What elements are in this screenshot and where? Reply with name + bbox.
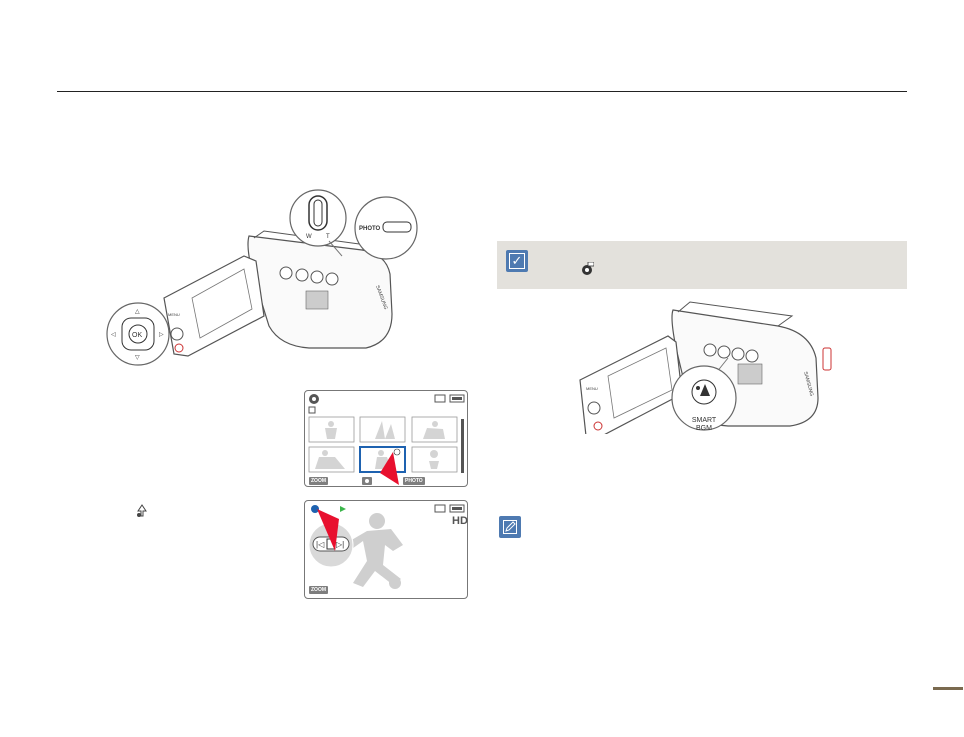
header-rule xyxy=(57,91,907,92)
smart-bgm-icon xyxy=(311,505,319,513)
ok-label: OK xyxy=(132,332,142,339)
zoom-button-label: ZOOM xyxy=(309,477,328,485)
card-icon xyxy=(434,504,446,513)
svg-text:△: △ xyxy=(135,309,140,315)
play-icon xyxy=(340,506,346,512)
photo-label: PHOTO xyxy=(359,226,381,232)
memo-pencil-icon xyxy=(499,516,521,538)
camcorder-top-illustration: SAMSUNG W T PHOTO OK △ ▽ ◁ ▷ MENU xyxy=(106,189,418,366)
thumbnail-view-graphic xyxy=(308,394,465,485)
note-bar xyxy=(497,241,907,289)
zoom-t-label: T xyxy=(326,234,330,240)
menu-label: MENU xyxy=(586,386,598,391)
playback-screen: |◁ ▷| HD ZOOM xyxy=(304,500,468,599)
hd-quality-label: HD xyxy=(452,515,468,527)
zoom-w-label: W xyxy=(306,234,312,240)
page-number-marker xyxy=(933,687,963,690)
thumbnail-view-screen: ZOOM PHOTO xyxy=(304,390,468,487)
svg-text:▷: ▷ xyxy=(159,332,164,338)
menu-label: MENU xyxy=(168,312,180,317)
pointer-arrow xyxy=(380,452,399,485)
pointer-arrow xyxy=(317,509,339,551)
zoom-button-label: ZOOM xyxy=(309,586,328,594)
svg-text:◁: ◁ xyxy=(111,332,116,338)
smart-bgm-callout-label: SMART BGM xyxy=(684,417,724,433)
svg-text:▽: ▽ xyxy=(135,355,140,361)
card-icon xyxy=(434,394,446,403)
photo-button-label: PHOTO xyxy=(403,477,425,485)
play-mode-icon xyxy=(308,406,316,414)
svg-text:|◁: |◁ xyxy=(316,540,325,549)
smart-bgm-small-icon xyxy=(137,504,147,517)
smart-bgm-label-line1: SMART xyxy=(691,417,717,424)
smart-bgm-label-line2: BGM xyxy=(696,425,712,432)
svg-text:▷|: ▷| xyxy=(336,540,344,549)
smart-bgm-icon xyxy=(582,262,594,275)
playback-graphic: |◁ ▷| xyxy=(308,504,465,589)
note-check-icon: ✓ xyxy=(506,250,528,272)
camcorder-right-illustration: SAMSUNG MENU xyxy=(579,301,832,434)
